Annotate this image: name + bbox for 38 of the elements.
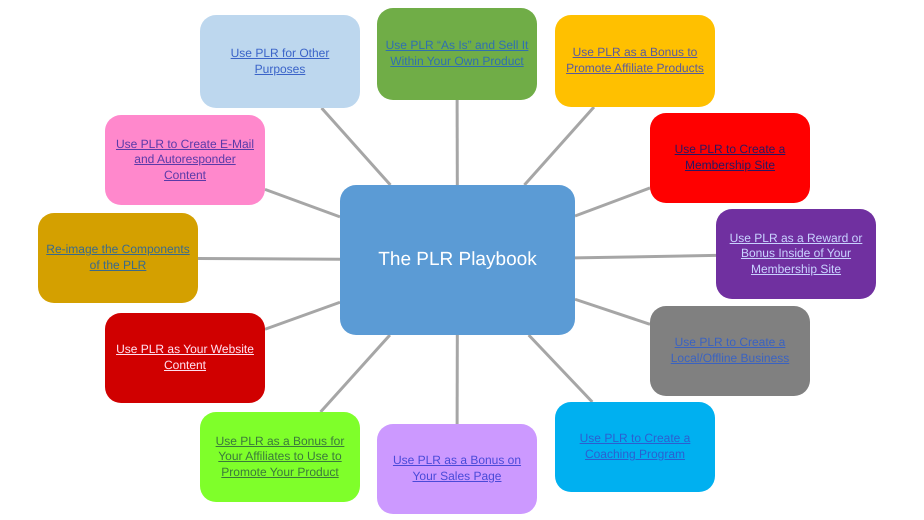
topic-box [377, 8, 537, 100]
topic-box [555, 15, 715, 107]
topic-link: Use PLR to Create a Local/Offline Business [670, 335, 790, 367]
connector-line [574, 186, 651, 218]
topic-box [105, 313, 265, 403]
topic-box [377, 424, 537, 514]
topic-link: Use PLR as a Bonus to Promote Affiliate Products [565, 45, 705, 77]
connector-line [574, 254, 716, 260]
topic-box [650, 306, 810, 396]
topic-link: Use PLR “As Is” and Sell It Within Your Own Product [385, 38, 529, 70]
topic-box [105, 115, 265, 205]
topic-link: Use PLR for Other Purposes [230, 46, 330, 78]
central-topic-box [340, 185, 575, 335]
connector-line [319, 334, 392, 413]
connector-line [528, 334, 594, 404]
connector-line [198, 256, 340, 261]
topic-link: Use PLR to Create E-Mail and Autoresponder Content [114, 136, 256, 184]
connector-line [456, 100, 459, 185]
topic-link: Use PLR as a Reward or Bonus Inside of Your Membership Site [728, 230, 864, 278]
title-text: The PLR Playbook [378, 248, 537, 272]
topic-link: Use PLR as a Bonus for Your Affiliates to Use to Promote Your Product [214, 434, 346, 480]
topic-link: Use PLR as Your Website Content [115, 342, 255, 374]
topic-box [716, 209, 876, 299]
connector-line [456, 335, 459, 424]
connector-line [264, 188, 341, 218]
topic-link: Use PLR to Create a Membership Site [674, 142, 786, 174]
connector-line [523, 106, 596, 186]
connector-line [264, 300, 340, 331]
connector-line [320, 107, 392, 186]
topic-link: Use PLR to Create a Coaching Program [578, 431, 692, 463]
topic-box [38, 213, 198, 303]
topic-link: Use PLR as a Bonus on Your Sales Page [392, 453, 522, 485]
topic-box [200, 412, 360, 502]
topic-link: Re-image the Components of the PLR [46, 242, 190, 274]
topic-box [200, 15, 360, 108]
connector-line [574, 298, 650, 326]
topic-box [650, 113, 810, 203]
topic-box [555, 402, 715, 492]
